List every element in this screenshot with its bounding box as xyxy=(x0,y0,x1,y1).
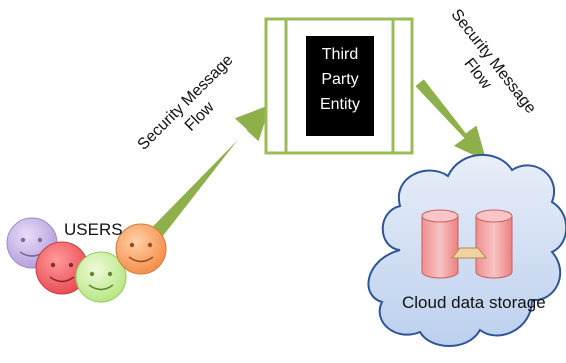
third-party-line-1: Third xyxy=(321,46,359,63)
flow-arrow-right xyxy=(412,76,490,165)
user-face-green xyxy=(75,251,127,303)
third-party-line-3: Entity xyxy=(319,96,360,113)
users-label: USERS xyxy=(64,220,123,239)
third-party-entity-label: Third Party Entity xyxy=(306,42,374,117)
database-icon xyxy=(421,209,513,279)
third-party-entity-block xyxy=(306,36,374,136)
third-party-box xyxy=(264,17,414,155)
user-face-orange xyxy=(115,223,167,275)
third-party-line-2: Party xyxy=(321,71,359,88)
cloud-storage-label: Cloud data storage xyxy=(402,293,546,312)
